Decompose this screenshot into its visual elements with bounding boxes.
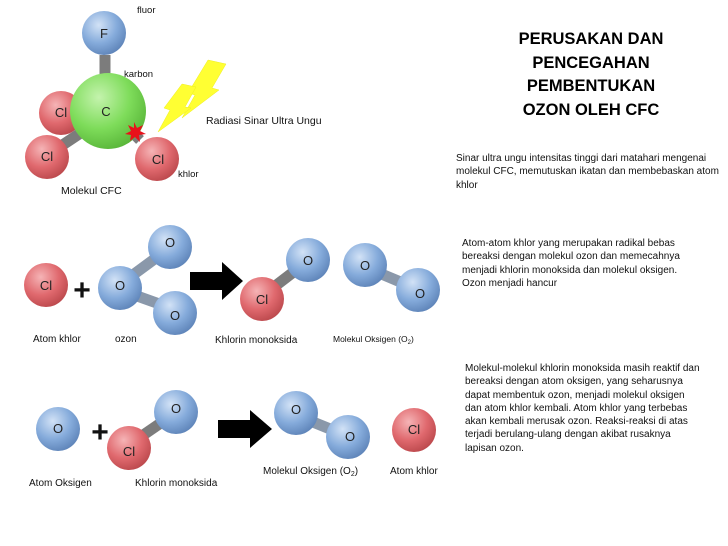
- lightning-icon: [157, 59, 227, 133]
- atom-fluorine: [82, 11, 126, 55]
- r1-label-khlorin-monoksida: Khlorin monoksida: [215, 335, 298, 346]
- atom-chlorine-bottom: [25, 135, 69, 179]
- r1-clo-oxygen-symbol: O: [303, 253, 313, 268]
- r1-ozone-bottom-o-symbol: O: [170, 308, 180, 323]
- r2-o2-oxygen-right-symbol: O: [345, 429, 355, 444]
- atom-carbon-symbol: C: [101, 104, 110, 119]
- r2-label-khlorin-monoksida: Khlorin monoksida: [135, 478, 218, 489]
- r2-o2-oxygen-right: [326, 415, 370, 459]
- r1-label-ozon: ozon: [115, 334, 137, 345]
- r1-label-molekul-oksigen: Molekul Oksigen (O2): [333, 334, 414, 346]
- r2-plus: +: [91, 416, 109, 449]
- label-khlor: khlor: [178, 169, 199, 180]
- r2-label-atom-oksigen: Atom Oksigen: [29, 478, 92, 489]
- atom-chlorine-freed: [135, 137, 179, 181]
- label-fluor: fluor: [137, 5, 155, 16]
- r1-clo-chlorine-symbol: Cl: [256, 292, 268, 307]
- r2-clo-oxygen-symbol: O: [171, 401, 181, 416]
- atom-carbon: [70, 73, 146, 149]
- r2-clo-oxygen: [154, 390, 198, 434]
- r1-o2-oxygen-left: [343, 243, 387, 287]
- r1-ozone-bottom-o: [153, 291, 197, 335]
- explanation-chain-reaction: Molekul-molekul khlorin monoksida masih …: [465, 363, 700, 454]
- label-karbon: karbon: [124, 69, 153, 80]
- r1-clo-chlorine: [240, 277, 284, 321]
- title-line-4: OZON OLEH CFC: [522, 100, 660, 119]
- r1-ozone-top-o-symbol: O: [165, 235, 175, 250]
- r2-atom-chlorine-symbol: Cl: [408, 422, 420, 437]
- atom-chlorine-bottom-symbol: Cl: [41, 149, 53, 164]
- r1-clo-oxygen: [286, 238, 330, 282]
- explanation-ozone-destruction: Atom-atom khlor yang merupakan radikal b…: [462, 238, 680, 289]
- r2-atom-oxygen: [36, 407, 80, 451]
- r1-ozone-top-o: [148, 225, 192, 269]
- title-line-2: PENCEGAHAN: [532, 53, 650, 72]
- r1-ozone-center-o-symbol: O: [115, 278, 125, 293]
- r2-label-molekul-oksigen: Molekul Oksigen (O2): [263, 466, 358, 478]
- r1-o2-oxygen-left-symbol: O: [360, 258, 370, 273]
- reaction-2: O + O Cl O O Cl Atom Oksigen Khlorin mon…: [29, 390, 438, 489]
- r1-reaction-arrow-icon: [190, 262, 243, 300]
- r1-ozone-center-o: [98, 266, 142, 310]
- atom-chlorine-left-symbol: Cl: [55, 105, 67, 120]
- label-uv-radiation: Radiasi Sinar Ultra Ungu: [206, 115, 322, 127]
- r1-atom-chlorine-symbol: Cl: [40, 278, 52, 293]
- r1-o2-oxygen-right: [396, 268, 440, 312]
- explanation-uv: Sinar ultra ungu intensitas tinggi dari …: [456, 153, 719, 191]
- r2-reaction-arrow-icon: [218, 410, 272, 448]
- title-line-3: PEMBENTUKAN: [526, 77, 656, 95]
- atom-fluorine-symbol: F: [100, 26, 108, 41]
- r1-plus: +: [73, 274, 91, 307]
- r2-atom-chlorine: [392, 408, 436, 452]
- r1-o2-oxygen-right-symbol: O: [415, 286, 425, 301]
- r1-atom-chlorine: [24, 263, 68, 307]
- atom-chlorine-freed-symbol: Cl: [152, 152, 164, 167]
- r2-o2-oxygen-left-symbol: O: [291, 402, 301, 417]
- page-title: PERUSAKAN DAN PENCEGAHAN PEMBENTUKAN OZO…: [482, 28, 700, 122]
- r1-label-atom-khlor: Atom khlor: [33, 334, 81, 345]
- reaction-1: Cl + O O O O Cl O O Atom khlor ozon Khlo…: [24, 225, 440, 346]
- r2-label-atom-khlor: Atom khlor: [390, 466, 438, 477]
- r2-clo-chlorine: [107, 426, 151, 470]
- r2-clo-chlorine-symbol: Cl: [123, 444, 135, 459]
- label-molekul-cfc: Molekul CFC: [61, 185, 122, 197]
- title-line-1: PERUSAKAN DAN: [518, 30, 664, 48]
- cfc-molecule: F C Cl Cl Cl fluor karbon khlor Molekul …: [25, 5, 199, 197]
- r2-atom-oxygen-symbol: O: [53, 421, 63, 436]
- r2-o2-oxygen-left: [274, 391, 318, 435]
- bond-break-spark-icon: [125, 122, 146, 142]
